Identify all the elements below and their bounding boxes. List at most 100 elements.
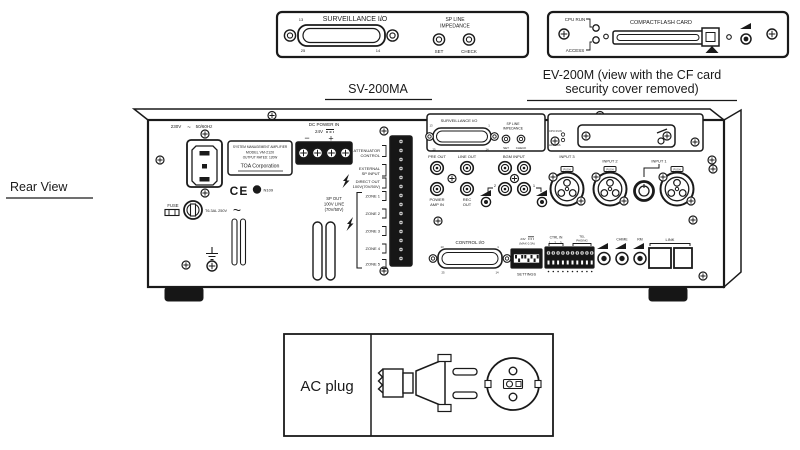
iec-pin: [199, 177, 210, 182]
plug-center-detail: [502, 378, 524, 390]
input1-gain-pointer: [643, 164, 660, 177]
fuse-rating: T6.3AL 250V: [205, 209, 227, 213]
ctick-number: N109: [264, 188, 274, 193]
plug-pin-hole: [508, 392, 518, 402]
access-led: [560, 137, 566, 143]
control-io-dsub: [437, 248, 503, 269]
zone-terminal-strip: [389, 135, 413, 267]
pin-25: 25: [432, 148, 436, 152]
volume-control-center: [743, 36, 749, 42]
ctick-mark-icon: [252, 185, 262, 194]
screw-icon: [576, 196, 586, 206]
iec-pin: [202, 164, 207, 169]
check-label: CHECK: [461, 49, 477, 54]
pin-14: 14: [485, 148, 489, 152]
plug-side-notch: [534, 379, 542, 389]
c13-ridges: [377, 368, 384, 394]
pre-out-label: PRE OUT: [428, 154, 446, 159]
minus-label: −: [304, 133, 309, 143]
screw-icon: [766, 28, 778, 40]
iec-inlet: [186, 139, 223, 188]
screw-icon: [550, 136, 560, 146]
pin-1: 1: [497, 245, 499, 249]
vent-slot: [312, 221, 323, 281]
tel-paging-knob: [597, 251, 611, 266]
rating-plate: SYSTEM MANAGEMENT AMPLIFIER MODEL VM-212…: [227, 140, 293, 198]
control-io-dsub-inner: [441, 252, 499, 265]
out-label: OUT: [463, 202, 472, 207]
ac-plug-box: AC plug: [283, 333, 554, 437]
bgm-input-label: BGM INPUT: [503, 154, 526, 159]
zone2-label: ZONE 2: [366, 211, 381, 216]
link-jack: [673, 247, 693, 269]
screw-icon: [155, 155, 165, 165]
bgm2-trim-knob: [480, 196, 492, 208]
jack-nut-icon: [425, 132, 434, 141]
amp-in-label: AMP IN: [430, 202, 444, 207]
bgm-jack: [516, 160, 532, 176]
direct-out-label2: 100V(70V/50V): [353, 184, 381, 189]
jack-nut-icon: [283, 29, 297, 42]
ctrl-terminal-strip: [544, 246, 595, 269]
push-label: PUSH: [606, 168, 613, 172]
sp-out-label1: SP OUT: [326, 196, 342, 201]
eject-lever-icon: [656, 128, 668, 134]
plug-side-notch: [484, 379, 492, 389]
terminal-screw-icon: [325, 147, 338, 159]
tel-label: TEL: [579, 235, 585, 239]
status-led: [603, 33, 609, 40]
chime-label: CHIME: [616, 238, 628, 242]
link-jack: [648, 247, 672, 269]
input2-xlr-jack: PUSH: [592, 166, 628, 207]
rec-out-jack: [459, 181, 475, 197]
cpu-run-led: [560, 132, 566, 137]
zone3-label: ZONE 3: [366, 229, 381, 234]
plug-pin-hole: [508, 366, 518, 376]
dsub25-inner: [436, 130, 488, 143]
screw-icon: [707, 155, 717, 165]
iec-pin: [199, 151, 210, 156]
line-io-section: PRE OUT LINE OUT POWER AMP IN REC OUT BG…: [428, 154, 548, 226]
cf-card-slot: [612, 30, 710, 45]
jack-nut-icon: [428, 254, 438, 263]
bgm1-label: 1: [533, 183, 536, 188]
settings-label: SETTINGS: [517, 273, 536, 277]
ac-symbol: ~: [187, 125, 191, 131]
fuse-holder-slot: [189, 203, 197, 217]
set-label: SET: [503, 146, 509, 150]
bgm-jack: [497, 181, 513, 197]
ground-section: [181, 247, 218, 272]
impedance-label: IMPEDANCE: [503, 127, 524, 131]
surveillance-io-label: SURVEILLANCE I/O: [323, 16, 388, 23]
control-row-section: CONTROL I/O 13 1 25 14 24V (MAX 0.3A) SE…: [428, 235, 693, 277]
plate-line4: TOA Corporation: [241, 164, 280, 170]
cpu-run-pointer: [586, 18, 592, 28]
input3-label: INPUT 3: [559, 154, 575, 159]
ac-symbol-large: ~: [233, 202, 241, 218]
frequency-label: 50/60Hz: [196, 124, 214, 129]
plug-pin: [452, 367, 478, 376]
ground-symbol-icon: [206, 247, 218, 261]
jack-nut-icon: [490, 132, 499, 141]
access-label: ACCESS: [566, 48, 585, 53]
cf-card-slot-inner: [616, 34, 700, 41]
fuse-icon: [164, 208, 180, 217]
amplifier-rear-panel: 230V ~ 50/60Hz SYSTEM MANAGEMENT AMPLIFI…: [131, 108, 742, 302]
dsub25-inner: [302, 27, 381, 44]
paging-label: PAGING: [576, 239, 588, 243]
screw-icon: [581, 131, 591, 141]
chime-knob: [615, 251, 629, 266]
vent-slot: [325, 221, 336, 281]
ce-mark: CE: [230, 184, 249, 198]
bgm1-trim-knob: [536, 196, 548, 208]
link-bracket: [649, 243, 691, 246]
pin-25: 25: [441, 271, 445, 275]
impedance-label: IMPEDANCE: [440, 24, 470, 30]
pin-14: 14: [376, 48, 381, 53]
plus-label: +: [328, 134, 333, 144]
check-label: CHECK: [516, 146, 527, 150]
foot-left: [164, 286, 204, 302]
iec-inlet-face: [191, 145, 218, 186]
input2-label: INPUT 2: [602, 159, 618, 164]
ac-inlet-section: 230V ~ 50/60Hz: [171, 124, 223, 198]
